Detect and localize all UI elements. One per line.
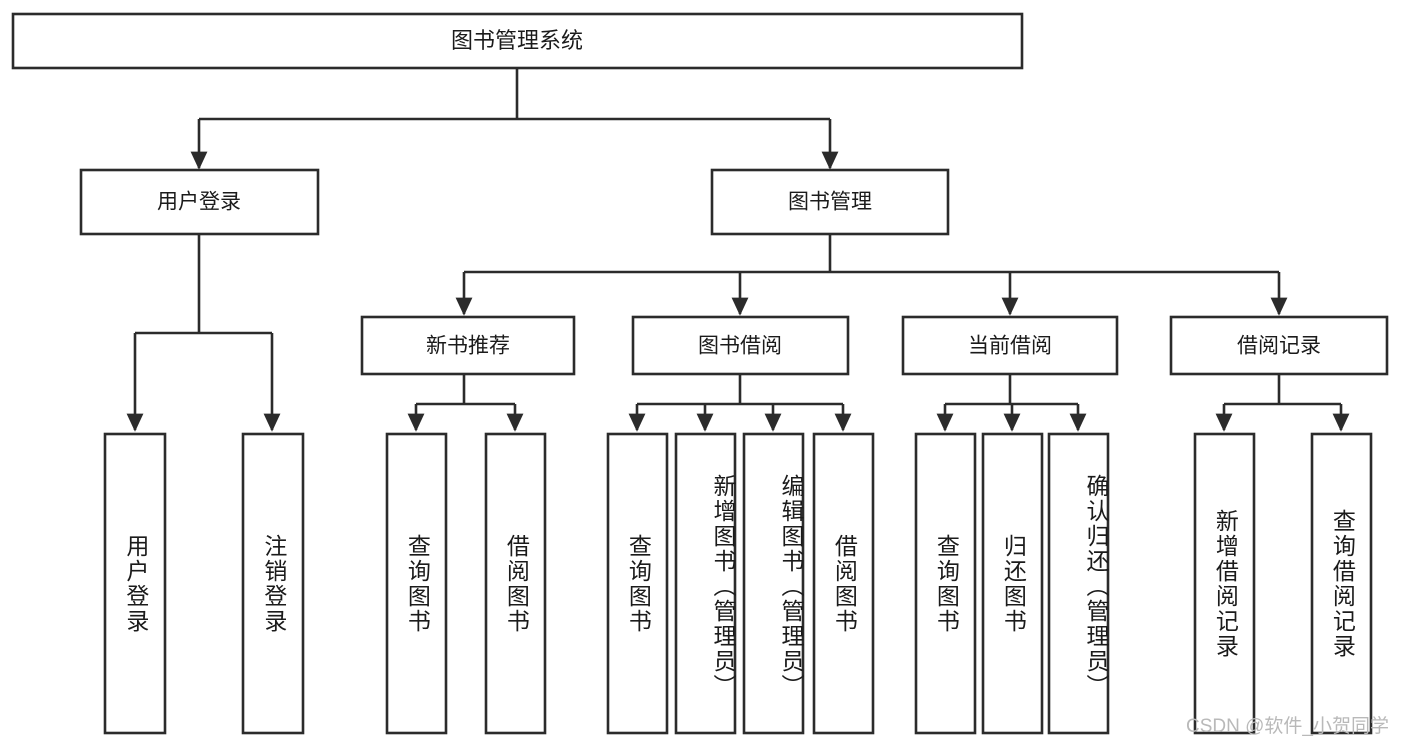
node-leaf-user-logout[interactable] [241,432,305,735]
node-layer: 图书管理系统 用户登录 图书管理 新书推荐 图书借阅 当前 [11,12,1389,735]
node-borrow-record-label: 借阅记录 [1237,335,1321,358]
watermark: CSDN @软件_小贺同学 [1186,716,1389,737]
node-leaf-add-book[interactable] [674,432,737,735]
node-current-borrow[interactable]: 当前借阅 [901,315,1119,376]
node-leaf-edit-book[interactable] [742,432,805,735]
node-current-borrow-label: 当前借阅 [968,335,1052,358]
node-borrow-record[interactable]: 借阅记录 [1169,315,1389,376]
node-book-borrow[interactable]: 图书借阅 [631,315,850,376]
node-leaf-borrow-book-1[interactable] [484,432,547,735]
node-leaf-add-record[interactable] [1193,432,1256,735]
node-book-manage[interactable]: 图书管理 [710,168,950,236]
node-new-book-rec[interactable]: 新书推荐 [360,315,576,376]
node-root-label: 图书管理系统 [451,28,583,53]
node-leaf-borrow-book-2[interactable] [812,432,875,735]
node-leaf-query-book-1[interactable] [385,432,448,735]
node-leaf-query-book-3[interactable] [914,432,977,735]
node-leaf-user-login[interactable] [103,432,167,735]
connector-layer [126,68,1350,432]
node-book-manage-label: 图书管理 [788,191,872,214]
node-root[interactable]: 图书管理系统 [11,12,1024,70]
node-leaf-query-book-2[interactable] [606,432,669,735]
node-book-borrow-label: 图书借阅 [698,335,782,358]
node-new-book-rec-label: 新书推荐 [426,335,510,358]
node-leaf-confirm-return[interactable] [1047,432,1110,735]
node-leaf-query-record[interactable] [1310,432,1373,735]
node-user-login-label: 用户登录 [157,191,241,214]
node-leaf-return-book[interactable] [981,432,1044,735]
node-user-login[interactable]: 用户登录 [79,168,320,236]
